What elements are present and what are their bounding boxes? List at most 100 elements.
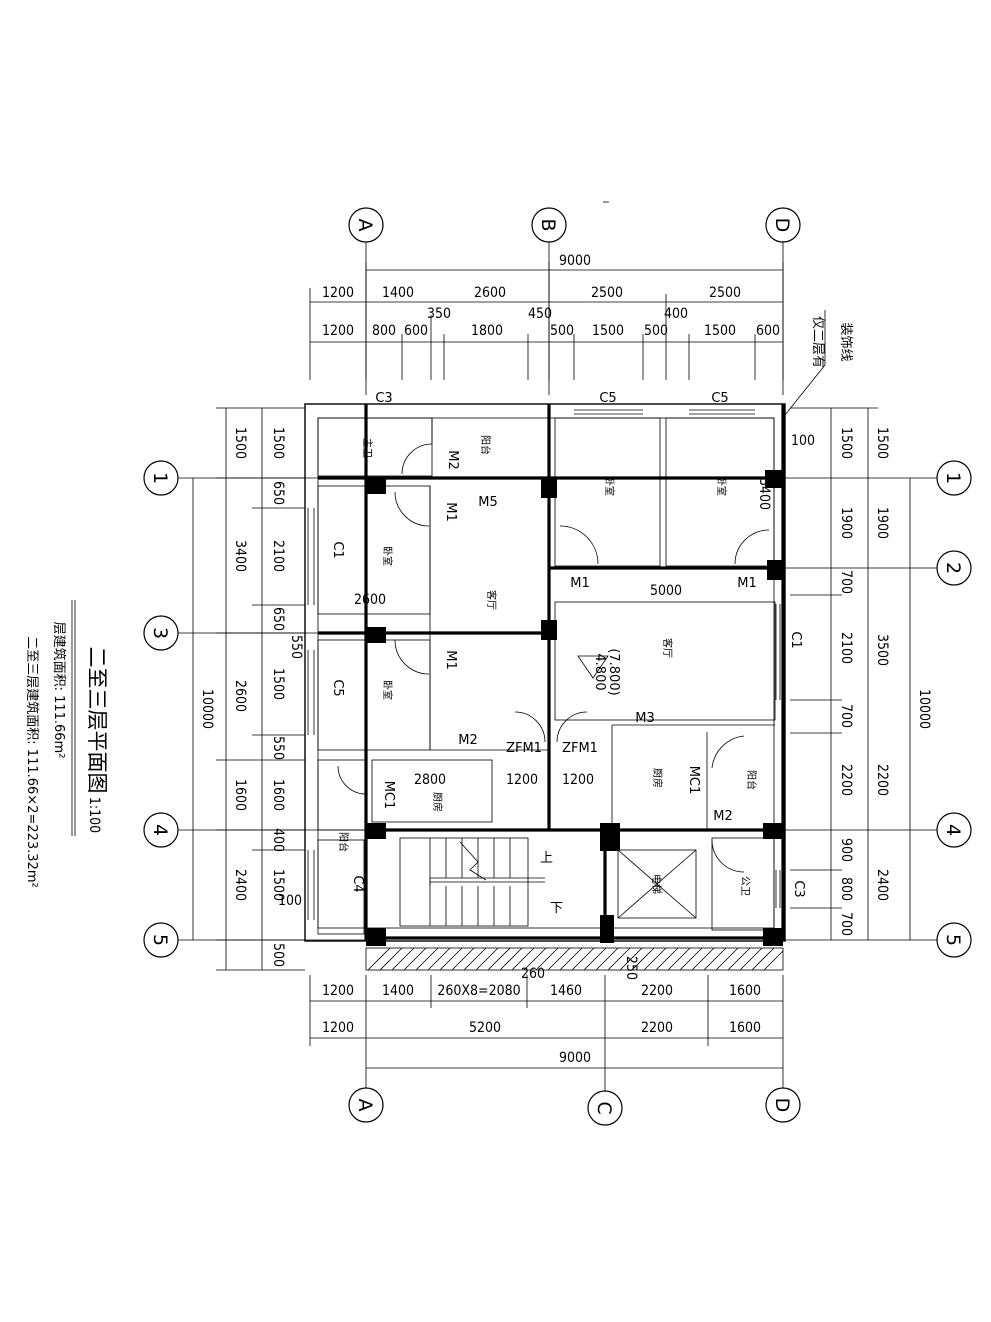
room-balcony-1: 阳台 xyxy=(479,435,492,455)
door-ZFM1-a: ZFM1 xyxy=(506,741,542,756)
door-M3: M3 xyxy=(635,711,655,726)
door-M2-c: M2 xyxy=(713,809,733,824)
room-bedroom-2: 卧室 xyxy=(381,680,394,700)
door-M2-b: M2 xyxy=(458,733,478,748)
door-M1-c: M1 xyxy=(570,576,590,591)
dim-top-total: 9000 xyxy=(559,253,591,269)
dimension-label: 1200 xyxy=(322,323,354,339)
left-dimensions: 10000 1500 3400 2600 1600 2400 500 1500 … xyxy=(192,407,305,971)
dimension-label: 1400 xyxy=(382,983,414,999)
dimension-label: 2400 xyxy=(232,869,248,901)
window-C4-left: C4 xyxy=(350,875,365,892)
door-M1-d: M1 xyxy=(737,576,757,591)
dimension-label: 1200 xyxy=(322,285,354,301)
dimension-label: 650 xyxy=(270,607,286,631)
dimension-label: 1500 xyxy=(838,427,854,459)
room-master-toilet: 主卫 xyxy=(361,438,373,458)
dimension-label: 700 xyxy=(838,912,854,936)
dimension-label: 1500 xyxy=(592,323,624,339)
door-M1-a: M1 xyxy=(443,502,458,522)
dimension-label: 3400 xyxy=(232,540,248,572)
axis-C-bottom-label: C xyxy=(593,1101,615,1114)
axis-D-bottom-label: D xyxy=(771,1098,793,1113)
note-decorative-line: 装饰线 xyxy=(838,322,853,361)
dim-right-total: 10000 xyxy=(916,689,932,729)
dimension-label: 1600 xyxy=(270,779,286,811)
dimension-label: 1900 xyxy=(838,507,854,539)
axis-B-top-label: B xyxy=(537,218,559,231)
dimension-label: 1600 xyxy=(232,779,248,811)
axis-A-top-label: A xyxy=(354,219,376,232)
door-M2-a: M2 xyxy=(445,450,460,470)
staircase: 上 下 xyxy=(399,837,563,927)
stair-down-label: 下 xyxy=(550,901,563,916)
dimension-label: 550 xyxy=(270,736,286,760)
dimension-label: 2100 xyxy=(270,540,286,572)
dimension-label: 2600 xyxy=(232,680,248,712)
dimension-label: 800 xyxy=(838,877,854,901)
window-C5-top-1: C5 xyxy=(599,391,616,406)
dimension-label: 800 xyxy=(372,323,396,339)
dimension-label: 1600 xyxy=(729,1020,761,1036)
dimension-label: 650 xyxy=(270,481,286,505)
dimension-label: 100 xyxy=(278,893,302,909)
axis-B-top xyxy=(531,207,567,243)
right-axis-markers: 1 2 4 5 xyxy=(783,460,972,958)
door-MC1-a: MC1 xyxy=(381,781,396,810)
axis-4-left-label: 4 xyxy=(149,824,171,836)
dimension-label: 1500 xyxy=(270,668,286,700)
dimension-label: 600 xyxy=(404,323,428,339)
dimension-label: 250 xyxy=(623,956,639,980)
axis-5-right-label: 5 xyxy=(942,934,964,946)
dimension-label: 2100 xyxy=(838,632,854,664)
dimension-label: 400 xyxy=(270,828,286,852)
axis-2-right-label: 2 xyxy=(942,562,964,574)
window-C5-top-2: C5 xyxy=(711,391,728,406)
dimension-label: 2600 xyxy=(354,592,386,608)
dimension-label: 2500 xyxy=(591,285,623,301)
drawing-scale: 1:100 xyxy=(86,797,102,833)
plan-labels: C3 C5 C5 C1 C5 C1 C4 C3 M2 M5 M1 M1 M1 M… xyxy=(330,391,806,898)
axis-D-top xyxy=(765,207,801,243)
dimension-label: 1200 xyxy=(322,1020,354,1036)
dimension-label: 1500 xyxy=(874,427,890,459)
dimension-label: 900 xyxy=(838,838,854,862)
dimension-label: 2200 xyxy=(641,1020,673,1036)
dimension-label: 500 xyxy=(644,323,668,339)
dimension-label: 3400 xyxy=(756,478,772,510)
axis-1-left-label: 1 xyxy=(149,472,171,484)
dim-left-total: 10000 xyxy=(199,689,215,729)
room-bedroom-3: 卧室 xyxy=(603,476,616,496)
dimension-label: 2200 xyxy=(641,983,673,999)
windows xyxy=(307,409,781,920)
door-swings xyxy=(337,443,770,873)
dimension-label: 1800 xyxy=(471,323,503,339)
room-bedroom-4: 卧室 xyxy=(715,476,728,496)
dimension-label: 600 xyxy=(756,323,780,339)
dimension-label: 500 xyxy=(550,323,574,339)
structural-columns xyxy=(366,470,783,946)
dimension-label: 1500 xyxy=(704,323,736,339)
room-living-2: 客厅 xyxy=(661,638,674,658)
axis-A-bottom-label: A xyxy=(354,1099,376,1112)
door-ZFM1-b: ZFM1 xyxy=(562,741,598,756)
dimension-label: 550 xyxy=(288,635,304,659)
dim-bottom-total: 9000 xyxy=(559,1050,591,1066)
room-public-toilet: 公卫 xyxy=(739,876,750,896)
axis-1-right-label: 1 xyxy=(942,472,964,484)
top-dimensions: 9000 1200 1400 2600 2500 2500 1200 800 6… xyxy=(309,253,784,380)
dimension-label: 1500 xyxy=(270,869,286,901)
window-C3-right: C3 xyxy=(791,880,806,897)
elevation-lower: 4.800 xyxy=(592,653,607,690)
axis-4-right-label: 4 xyxy=(942,824,964,836)
window-C1-left: C1 xyxy=(330,541,345,558)
elevation-marker xyxy=(577,655,609,679)
dimension-label: 500 xyxy=(270,943,286,967)
window-C3-top: C3 xyxy=(375,391,392,406)
window-C1-right: C1 xyxy=(788,631,803,648)
elevator-shaft: 电梯 xyxy=(617,849,697,919)
window-C5-left: C5 xyxy=(330,679,345,696)
dimension-label: 1200 xyxy=(506,772,538,788)
room-balcony-2: 阳台 xyxy=(745,770,758,790)
room-kitchen-2: 厨房 xyxy=(651,768,664,788)
